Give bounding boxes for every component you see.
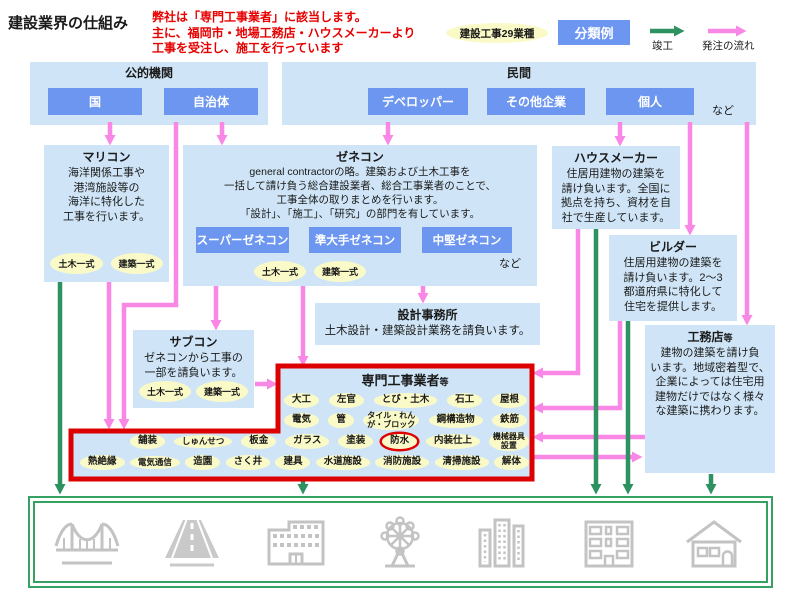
ferris-wheel-icon: [380, 516, 421, 568]
general-contractor-tags: 土木一式建築一式: [133, 261, 487, 282]
apartment-icon: [584, 520, 634, 568]
mid-tier-zenekon-box: 中堅ゼネコン: [422, 227, 512, 253]
trade-row-1: 大工左官とび・土木石工屋根: [284, 391, 527, 410]
local-builder-box: 工務店等 建物の建築を請け負 います。地域密着型で、 企業によっては住宅用 建物…: [645, 325, 775, 473]
trade-oval: 造園: [185, 455, 221, 470]
public-sector-label: 公的機関: [124, 66, 173, 80]
trade-oval: 防水: [382, 434, 418, 449]
trade-oval: 左官: [328, 393, 364, 408]
trade-oval: 内装仕上: [426, 434, 481, 449]
company-note: 弊社は「専門工事業者」に該当します。 主に、福岡市・地場工務店・ハウスメーカーよ…: [152, 10, 416, 56]
trade-oval: 熱絶縁: [80, 455, 125, 470]
trade-oval: 消防施設: [375, 455, 430, 470]
trade-oval: 石工: [447, 393, 483, 408]
trade-oval: ガラス: [285, 434, 330, 449]
trade-oval: さく井: [225, 455, 271, 470]
trade-oval: 機械器具 設置: [488, 431, 529, 452]
local-builder-title-suffix: 等: [723, 333, 733, 343]
design-office-title: 設計事務所: [397, 308, 458, 322]
license-tag: 土木一式: [253, 261, 306, 282]
general-contractor-box: ゼネコン general contractorの略。建築および土木工事を 一括し…: [183, 145, 537, 286]
page-title: 建設業界の仕組み: [8, 15, 129, 32]
house-maker-body: 住居用建物の建築を 請け負います。全国に 拠点を持ち、資材を自 社で生産していま…: [561, 168, 671, 224]
design-office-body: 土木設計・建築設計業務を請負います。: [324, 325, 531, 337]
completed-works-strip: [28, 496, 773, 588]
specialist-contractors-title-suffix: 等: [439, 377, 449, 387]
license-tag: 土木一式: [138, 381, 191, 402]
trade-oval: 鋼構造物: [428, 413, 483, 428]
license-tag: 建築一式: [314, 261, 367, 282]
license-tag: 土木一式: [50, 253, 103, 274]
trade-row-4: 熱絶縁電気通信造園さく井建具水道施設消防施設清掃施設解体: [80, 452, 529, 473]
marine-contractor-title: マリコン: [82, 150, 131, 164]
trade-oval: 管: [328, 413, 354, 428]
municipality-box: 自治体: [164, 88, 258, 115]
individual-box: 個人: [606, 88, 694, 115]
trade-oval: 清掃施設: [434, 455, 489, 470]
completion-arrow-label: 竣工: [652, 40, 673, 52]
arrow-housemaker-to-senmon: [532, 229, 581, 379]
private-etc-label: など: [712, 105, 734, 117]
trade-oval: しゅんせつ: [173, 434, 233, 449]
license-tag: 建築一式: [196, 381, 249, 402]
trade-oval: 解体: [493, 455, 529, 470]
specialist-contractors-title: 専門工事業者: [361, 373, 440, 388]
order-flow-arrow-label: 発注の流れ: [702, 40, 755, 52]
house-icon: [685, 520, 742, 568]
trade-oval: 舗装: [130, 434, 166, 449]
subcontractor-box: サブコン ゼネコンから工事の 一部を請負います。 土木一式建築一式: [133, 330, 254, 408]
super-zenekon-box: スーパーゼネコン: [196, 227, 289, 253]
trade-oval: 大工: [284, 393, 320, 408]
house-maker-title: ハウスメーカー: [573, 151, 658, 165]
trade-oval: 電気: [284, 413, 320, 428]
national-gov-box: 国: [48, 88, 142, 115]
subcontractor-title: サブコン: [169, 335, 218, 349]
marine-contractor-body: 海洋関係工事や 港湾施設等の 海洋に特化した 工事を行います。: [63, 167, 150, 223]
bridge-icon: [54, 522, 120, 565]
trade-row-2: 電気管タイル・れん が・ブロック鋼構造物鉄筋: [284, 410, 527, 431]
private-sector-label: 民間: [506, 66, 531, 80]
trade-oval: 建具: [275, 455, 311, 470]
subcontractor-body: ゼネコンから工事の 一部を請負います。: [144, 352, 243, 379]
trade-oval: 屋根: [491, 393, 527, 408]
trade-oval: 鉄筋: [491, 413, 527, 428]
trade-oval: 塗装: [338, 434, 374, 449]
classification-badge: 分類例: [558, 20, 630, 45]
local-builder-title: 工務店: [687, 330, 724, 344]
general-contractor-title: ゼネコン: [336, 150, 384, 164]
developer-box: デベロッパー: [368, 88, 468, 115]
office-building-icon: [267, 520, 325, 566]
trade-oval: とび・土木: [373, 393, 438, 408]
builder-body: 住居用建物の建築を 請け負います。2～3 都道府県に特化して 住宅を提供します。: [623, 257, 723, 313]
local-builder-body: 建物の建築を請け負 います。地域密着型で、 企業によっては住宅用 建物だけではな…: [650, 347, 770, 418]
trade-oval: 板金: [241, 434, 277, 449]
trade-oval: 電気通信: [129, 455, 180, 470]
subcontractor-tags: 土木一式建築一式: [133, 381, 254, 402]
semi-major-zenekon-box: 準大手ゼネコン: [309, 227, 401, 253]
trade-oval: 水道施設: [315, 455, 370, 470]
completed-works-strip-inner: [33, 501, 768, 583]
general-contractor-body: general contractorの略。建築および土木工事を 一括して請け負う…: [224, 166, 496, 220]
city-buildings-icon: [478, 518, 525, 568]
other-companies-box: その他企業: [487, 88, 585, 115]
arrow-builder-to-senmon: [532, 321, 623, 414]
builder-title: ビルダー: [648, 240, 697, 254]
zenekon-etc-label: など: [499, 258, 521, 270]
road-icon: [164, 519, 219, 567]
design-office-box: 設計事務所 土木設計・建築設計業務を請負います。: [315, 303, 540, 345]
trade-oval: タイル・れん が・ブロック: [363, 410, 420, 431]
builder-box: ビルダー 住居用建物の建築を 請け負います。2～3 都道府県に特化して 住宅を提…: [609, 235, 737, 321]
industry-count-badge: 建設工事29業種: [446, 23, 548, 43]
house-maker-box: ハウスメーカー 住居用建物の建築を 請け負います。全国に 拠点を持ち、資材を自 …: [552, 146, 680, 229]
trade-row-3: 舗装しゅんせつ板金ガラス塗装防水内装仕上機械器具 設置: [130, 431, 529, 452]
